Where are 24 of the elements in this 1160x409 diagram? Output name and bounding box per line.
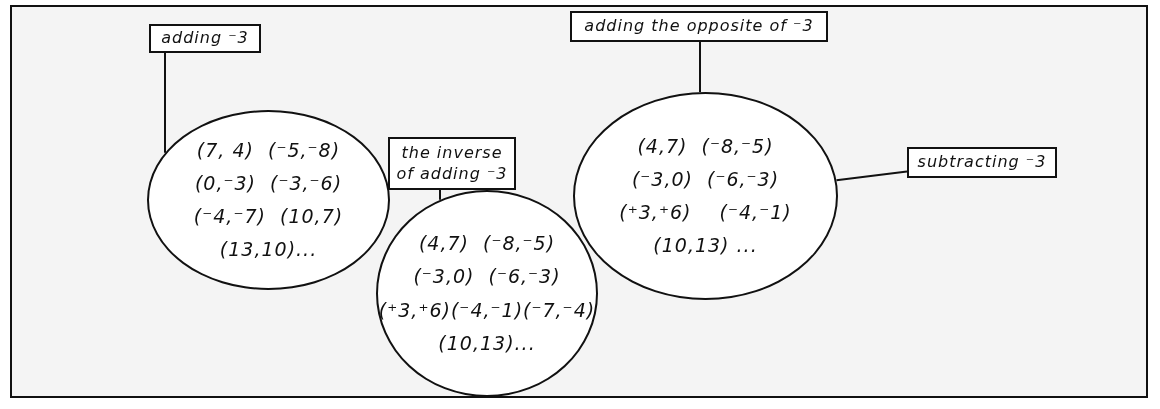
ordered-pairs-text: (⁺3,⁺6)(⁻4,⁻1)(⁻7,⁻4) — [378, 297, 596, 323]
label-text: adding the opposite of ⁻3 — [584, 16, 814, 37]
ordered-pairs-text: (13,10)... — [219, 237, 318, 263]
label-box — [388, 137, 516, 190]
ordered-pairs-text: (10,13)... — [438, 330, 536, 356]
connector-line — [699, 41, 701, 94]
ordered-pairs-text: (⁻3,0) (⁻6,⁻3) — [413, 264, 561, 290]
connector-line — [835, 170, 908, 182]
label-box — [907, 147, 1057, 178]
label-box — [570, 11, 828, 42]
ordered-pairs-text: (0,⁻3) (⁻3,⁻6) — [194, 170, 343, 196]
ordered-pairs-text: (⁻4,⁻7) (10,7) — [193, 204, 344, 229]
ordered-pairs-text: (⁺3,⁺6) (⁻4,⁻1) — [619, 200, 792, 225]
ordered-pairs-text: (⁻3,0) (⁻6,⁻3) — [631, 166, 780, 192]
ordered-pairs-text: (4,7) (⁻8,⁻5) — [637, 133, 774, 159]
ordered-pairs-text: (4,7) (⁻8,⁻5) — [418, 231, 556, 256]
label-text: the inverse of adding ⁻3 — [396, 142, 508, 185]
connector-line — [439, 189, 441, 201]
label-text: adding ⁻3 — [161, 28, 249, 49]
connector-line — [164, 52, 166, 154]
label-text: subtracting ⁻3 — [917, 152, 1047, 173]
ordered-pairs-text: (10,13) ... — [653, 233, 758, 259]
label-box — [149, 24, 261, 53]
ordered-pairs-text: (7, 4) (⁻5,⁻8) — [196, 137, 341, 163]
